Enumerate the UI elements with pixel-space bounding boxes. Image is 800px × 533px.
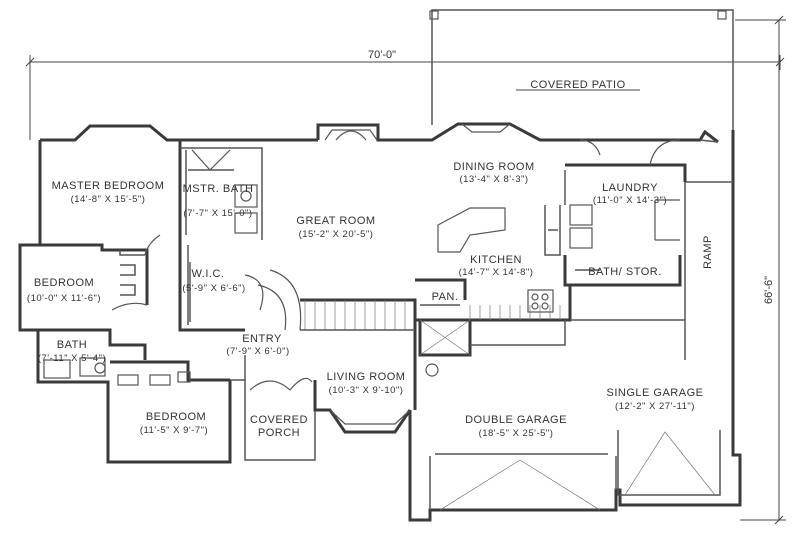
bedroom-2-label: BEDROOM — [146, 411, 206, 423]
overall-depth-label: 66'-6" — [763, 276, 775, 304]
bedroom-1-label: BEDROOM — [34, 277, 94, 289]
covered-patio-label: COVERED PATIO — [530, 79, 625, 91]
covered-patio — [429, 9, 734, 130]
ramp-label: RAMP — [702, 235, 714, 269]
single-garage-label: SINGLE GARAGE — [607, 387, 704, 399]
entry-size: (7'-9" X 6'-0") — [226, 346, 289, 357]
bedroom-2-size: (11'-5" X 9'-7") — [140, 425, 208, 436]
laundry-size: (11'-0" X 14'-3") — [593, 195, 667, 206]
kitchen-size: (14'-7" X 14'-8") — [459, 267, 534, 278]
dining-room-size: (13'-4" X 8'-3") — [459, 174, 528, 185]
wic-size: (5'-9" X 6'-6") — [182, 283, 245, 294]
bath-label: BATH — [57, 339, 88, 351]
laundry-label: LAUNDRY — [602, 182, 658, 194]
garage-door-hatch — [439, 431, 716, 511]
overall-width-label: 70'-0" — [368, 49, 396, 61]
living-room-size: (10'-3" X 9'-10") — [329, 385, 404, 396]
double-garage-label: DOUBLE GARAGE — [465, 414, 567, 426]
bath-size: (7'-11" X 5'-4") — [38, 353, 106, 364]
kitchen-label: KITCHEN — [470, 254, 522, 266]
overall-depth-dimension: 66'-6" — [735, 15, 786, 525]
interior-walls — [38, 139, 719, 410]
living-room-label: LIVING ROOM — [327, 371, 406, 383]
exterior-walls — [18, 122, 742, 522]
great-room-label: GREAT ROOM — [296, 215, 375, 227]
double-garage-size: (18'-5" X 25'-5") — [479, 428, 554, 439]
pan-label: PAN. — [432, 291, 459, 303]
bath-stor-label: BATH/ STOR. — [588, 266, 662, 278]
bedroom-1-size: (10'-0" X 11'-6") — [27, 293, 101, 304]
great-room-size: (15'-2" X 20'-5") — [299, 229, 374, 240]
single-garage-size: (12'-2" X 27'-11") — [615, 401, 695, 412]
entry-label: ENTRY — [242, 333, 282, 345]
main-stair-treads — [300, 300, 415, 331]
master-bedroom-label: MASTER BEDROOM — [52, 180, 165, 192]
master-bedroom-size: (14'-8" X 15'-5") — [71, 194, 146, 205]
covered-porch-label-line1: COVERED — [250, 414, 308, 426]
mstr-bath-size: (7'-7" X 15'-0") — [183, 208, 252, 219]
mstr-bath-label: MSTR. BATH — [183, 183, 254, 195]
overall-width-dimension: 70'-0" — [25, 49, 785, 140]
wic-label: W.I.C. — [192, 268, 225, 280]
dining-room-label: DINING ROOM — [453, 161, 534, 173]
room-labels: COVERED PATIO MASTER BEDROOM (14'-8" X 1… — [27, 79, 714, 439]
covered-porch-label-line2: PORCH — [258, 427, 300, 439]
garage-stair-treads — [469, 305, 561, 320]
